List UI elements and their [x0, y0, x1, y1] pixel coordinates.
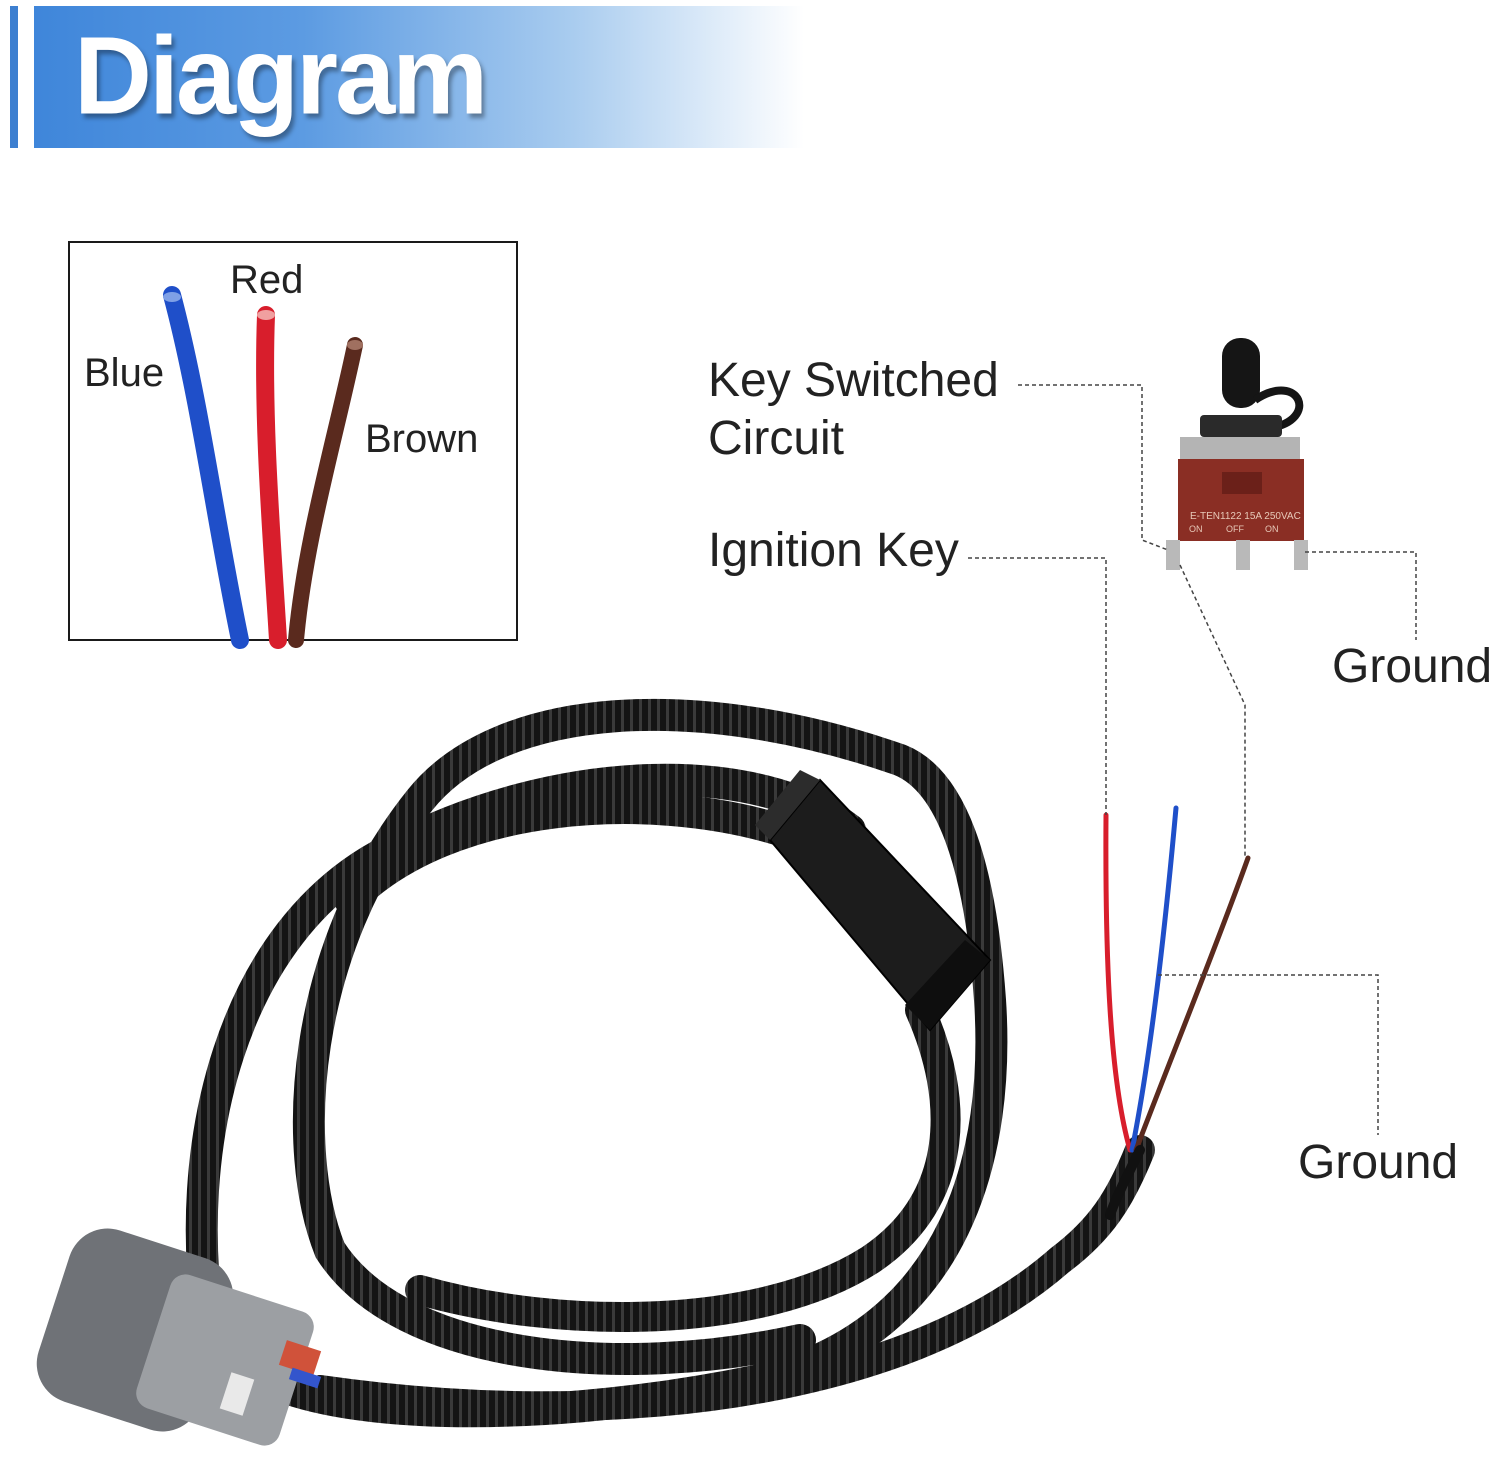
corrugated-cable: [185, 698, 1155, 1428]
toggle-switch: E-TEN1122 15A 250VAC ON OFF ON: [1166, 338, 1308, 570]
legend-label-blue: Blue: [84, 351, 165, 395]
output-wires: [1103, 805, 1251, 1220]
relay-module: [755, 770, 992, 1032]
legend-blue-wire-tip: [163, 292, 181, 302]
brown-wire: [1133, 855, 1251, 1153]
switch-pos-left: ON: [1189, 524, 1203, 534]
legend-brown-wire: [288, 337, 363, 648]
header-accent-bar: [10, 6, 18, 148]
switch-model-marking: E-TEN1122 15A 250VAC: [1190, 511, 1301, 522]
leader-key-switched: [1018, 384, 1169, 551]
page-title: Diagram: [74, 13, 488, 138]
legend-wires: [163, 286, 363, 649]
legend-label-brown: Brown: [365, 417, 479, 461]
switch-pos-right: ON: [1265, 524, 1279, 534]
label-ignition-key: Ignition Key: [708, 524, 959, 577]
legend-blue-wire: [163, 286, 249, 649]
leader-ignition-key: [968, 557, 1107, 815]
leader-lines: [968, 384, 1417, 1135]
leader-switch-to-brown: [1179, 564, 1246, 858]
legend-brown-wire-tip: [347, 340, 363, 350]
ignition-red-wire: [1103, 812, 1133, 1153]
label-key-switched-line2: Circuit: [708, 412, 845, 465]
legend-red-wire-tip: [257, 310, 275, 320]
header-banner: [34, 6, 804, 148]
switch-pos-center: OFF: [1226, 524, 1244, 534]
legend-label-red: Red: [230, 258, 304, 302]
legend-red-wire: [256, 306, 287, 649]
label-ground-wire: Ground: [1298, 1136, 1459, 1189]
leader-ground-switch: [1305, 551, 1417, 640]
label-key-switched-line1: Key Switched: [708, 354, 999, 407]
leader-ground-wire: [1158, 974, 1379, 1135]
harness-connector: [36, 1228, 322, 1446]
blue-wire: [1129, 805, 1179, 1153]
label-ground-switch: Ground: [1332, 640, 1493, 693]
